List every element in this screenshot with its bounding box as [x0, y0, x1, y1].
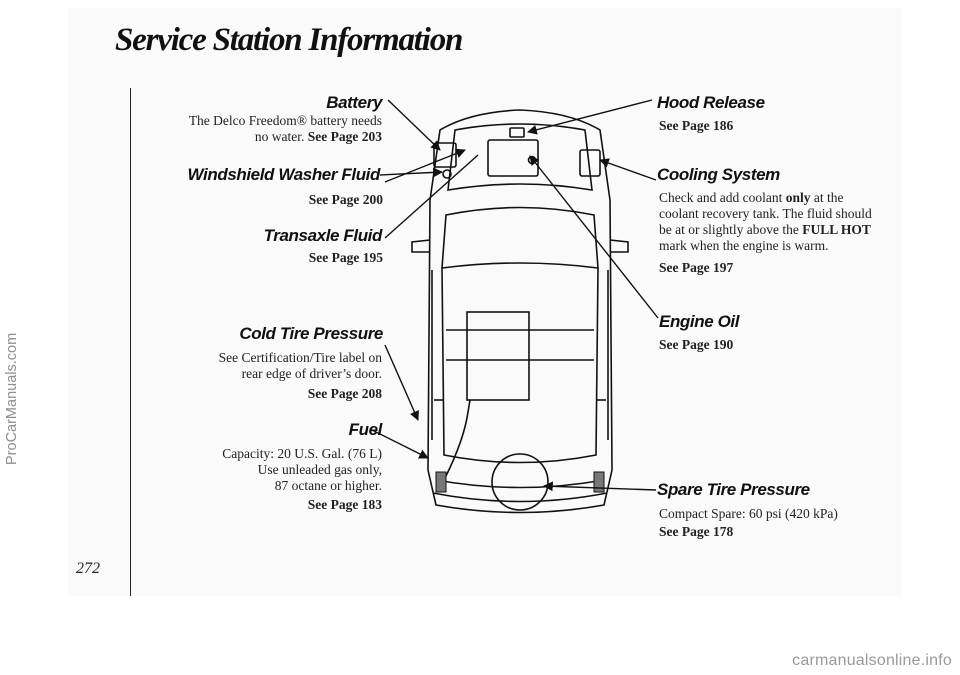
- footer-site-text: carmanualsonline.info: [792, 652, 952, 669]
- tire-text-line-1: See Certification/Tire label on: [218, 350, 382, 365]
- battery-text-line-1: The Delco Freedom® battery needs: [188, 113, 382, 128]
- hood-outline: [447, 123, 593, 191]
- battery-text: The Delco Freedom® battery needs no wate…: [142, 113, 382, 145]
- cooling-text-a: Check and add coolant: [659, 190, 786, 205]
- roof-panel: [466, 311, 530, 401]
- transaxle-heading: Transaxle Fluid: [263, 226, 383, 245]
- tire-text: See Certification/Tire label on rear edg…: [142, 350, 382, 382]
- cooling-text-full-hot: FULL HOT: [802, 222, 871, 237]
- manual-page: [68, 8, 901, 596]
- oil-heading: Engine Oil: [659, 312, 740, 331]
- cooling-leader: [599, 158, 657, 181]
- cooling-text-line-4: mark when the engine is warm.: [659, 238, 829, 253]
- tire-leader: [384, 344, 419, 421]
- fuel-hose-shape: [444, 399, 471, 479]
- cooling-heading: Cooling System: [657, 165, 780, 184]
- page-number: 272: [76, 560, 100, 577]
- fuel-leader: [371, 429, 429, 459]
- tire-text-line-2: rear edge of driver’s door.: [241, 366, 382, 381]
- hood-see-page: See Page 186: [659, 118, 734, 133]
- spare-see-page: See Page 178: [659, 524, 734, 539]
- hood-leader: [527, 99, 653, 135]
- tire-heading: Cold Tire Pressure: [239, 324, 383, 343]
- page-title: Service Station Information: [115, 22, 463, 58]
- oil-leader: [529, 155, 659, 319]
- fuel-text: Capacity: 20 U.S. Gal. (76 L) Use unlead…: [142, 446, 382, 494]
- windshield-shape: [441, 206, 599, 269]
- tire-see-page: See Page 208: [307, 386, 382, 401]
- oil-see-page: See Page 190: [659, 337, 734, 352]
- cooling-text: Check and add coolant only at the coolan…: [659, 190, 901, 254]
- spare-text: Compact Spare: 60 psi (420 kPa): [659, 506, 838, 521]
- washer-heading: Windshield Washer Fluid: [187, 165, 381, 184]
- battery-text-line-2: no water.: [254, 129, 305, 144]
- battery-heading: Battery: [326, 93, 382, 112]
- vehicle-body-outline: [427, 109, 613, 514]
- margin-rule: [130, 88, 131, 596]
- cooling-see-page: See Page 197: [659, 260, 734, 275]
- battery-see-page: See Page 203: [307, 129, 382, 144]
- fuel-see-page: See Page 183: [307, 497, 382, 512]
- washer-see-page: See Page 200: [308, 192, 383, 207]
- fuel-text-line-1: Capacity: 20 U.S. Gal. (76 L): [222, 446, 382, 461]
- washer-leader-2: [384, 148, 466, 183]
- roof-outline: [441, 267, 599, 464]
- washer-leader: [379, 167, 443, 178]
- transaxle-see-page: See Page 195: [308, 250, 383, 265]
- hood-release-shape: [509, 127, 525, 138]
- cooling-text-line-2: coolant recovery tank. The fluid should: [659, 206, 872, 221]
- fuel-text-line-2: Use unleaded gas only,: [257, 462, 382, 477]
- fuel-heading: Fuel: [348, 420, 383, 439]
- cooling-text-line-3a: be at or slightly above the: [659, 222, 803, 237]
- left-taillight: [435, 471, 447, 493]
- rear-bumper-shape: [435, 479, 605, 489]
- right-taillight: [593, 471, 605, 493]
- fuel-text-line-3: 87 octane or higher.: [274, 478, 382, 493]
- right-mirror-shape: [609, 239, 629, 253]
- hood-heading: Hood Release: [657, 93, 765, 112]
- cooling-text-bold-only: only: [785, 190, 811, 205]
- spare-heading: Spare Tire Pressure: [657, 480, 810, 499]
- battery-leader: [387, 99, 441, 151]
- spare-leader: [543, 481, 657, 492]
- cooling-text-c: at the: [810, 190, 844, 205]
- transaxle-leader: [384, 154, 479, 239]
- engine-box: [487, 139, 539, 177]
- left-mirror-shape: [411, 239, 431, 253]
- washer-cap-shape: [442, 169, 452, 179]
